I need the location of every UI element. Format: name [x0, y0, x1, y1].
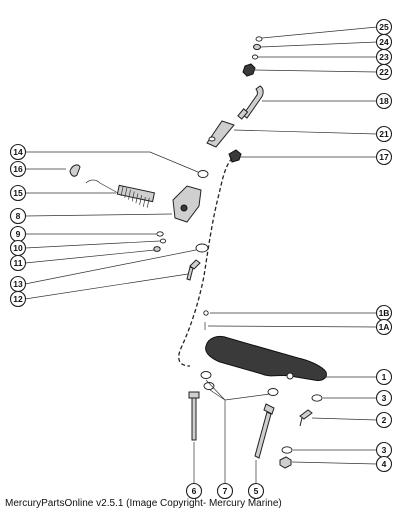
callout-1a: 1A — [375, 318, 393, 336]
parts-illustration — [69, 36, 327, 469]
svg-text:14: 14 — [13, 147, 23, 157]
part-7-washer-a — [200, 371, 212, 379]
svg-text:15: 15 — [13, 188, 23, 198]
callout-24: 24 — [375, 33, 393, 51]
svg-text:8: 8 — [16, 211, 21, 221]
svg-text:1: 1 — [382, 372, 387, 382]
callout-17: 17 — [375, 148, 393, 166]
part-14-washer — [197, 170, 209, 178]
callout-15: 15 — [9, 184, 27, 202]
svg-text:6: 6 — [192, 486, 197, 496]
part-1-pivot-hole — [286, 372, 294, 380]
callout-14: 14 — [9, 143, 27, 161]
callout-1b: 1B — [375, 304, 393, 322]
part-7-washer-b — [203, 382, 215, 390]
part-3-washer-lower — [281, 446, 293, 454]
callout-10: 10 — [9, 239, 27, 257]
svg-text:4: 4 — [382, 459, 387, 469]
part-12-screw — [186, 259, 201, 281]
part-8-lever-bracket — [172, 185, 202, 223]
part-2-stud — [299, 409, 313, 427]
part-5-long-bolt — [254, 403, 275, 459]
part-23-washer — [251, 54, 259, 60]
svg-text:1A: 1A — [379, 322, 390, 332]
throttle-cable — [178, 157, 233, 367]
svg-text:24: 24 — [379, 37, 389, 47]
callout-8: 8 — [9, 207, 27, 225]
part-6-bolt — [188, 391, 200, 441]
part-11-washer — [153, 246, 161, 252]
callout-7: 7 — [216, 482, 234, 500]
callout-4: 4 — [375, 455, 393, 473]
part-1-lever-arm — [205, 335, 327, 381]
callout-13: 13 — [9, 275, 27, 293]
callout-12: 12 — [9, 290, 27, 308]
callout-23: 23 — [375, 48, 393, 66]
part-24-washer — [253, 43, 261, 51]
svg-text:13: 13 — [13, 279, 23, 289]
callout-18: 18 — [375, 92, 393, 110]
part-25-washer — [255, 36, 263, 42]
callouts: 25 24 23 22 18 21 17 14 16 15 8 9 10 11 … — [9, 18, 393, 500]
part-4-nut — [279, 456, 292, 469]
callout-2: 2 — [375, 411, 393, 429]
part-16-hook — [69, 164, 81, 177]
leader-lines — [24, 26, 378, 491]
callout-1: 1 — [375, 368, 393, 386]
callout-16: 16 — [9, 160, 27, 178]
part-7-washer-c — [267, 388, 279, 396]
svg-text:17: 17 — [379, 152, 389, 162]
part-22-ball-socket — [242, 63, 256, 77]
part-21-connector — [206, 120, 235, 148]
callout-3-lower: 3 — [375, 441, 393, 459]
svg-text:16: 16 — [13, 164, 23, 174]
svg-text:18: 18 — [379, 96, 389, 106]
part-21-eye — [208, 136, 216, 142]
svg-text:12: 12 — [13, 294, 23, 304]
callout-5: 5 — [247, 482, 265, 500]
svg-text:2: 2 — [382, 415, 387, 425]
part-15-spring-wire — [85, 179, 119, 194]
svg-text:23: 23 — [379, 52, 389, 62]
svg-text:25: 25 — [379, 22, 389, 32]
copyright-caption: MercuryPartsOnline v2.5.1 (Image Copyrig… — [5, 498, 282, 509]
part-1b-pin — [203, 310, 209, 316]
callout-22: 22 — [375, 63, 393, 81]
svg-text:22: 22 — [379, 67, 389, 77]
part-10-washer — [159, 238, 167, 244]
callout-21: 21 — [375, 125, 393, 143]
callout-11: 11 — [9, 254, 27, 272]
part-8-pivot — [180, 204, 188, 212]
part-9-washer — [156, 231, 164, 237]
svg-text:11: 11 — [14, 258, 23, 268]
svg-text:10: 10 — [13, 243, 23, 253]
callout-25: 25 — [375, 18, 393, 36]
part-13-washer — [195, 243, 209, 253]
part-18-rod-end — [237, 108, 249, 120]
callout-9: 9 — [9, 225, 27, 243]
svg-text:1B: 1B — [379, 308, 390, 318]
callout-6: 6 — [185, 482, 203, 500]
part-3-washer-upper — [311, 394, 323, 402]
svg-text:9: 9 — [16, 229, 21, 239]
svg-text:5: 5 — [254, 486, 259, 496]
svg-text:3: 3 — [382, 393, 387, 403]
svg-text:7: 7 — [223, 486, 228, 496]
callout-3-upper: 3 — [375, 389, 393, 407]
svg-text:21: 21 — [379, 129, 389, 139]
part-15-spring — [116, 184, 156, 208]
svg-text:3: 3 — [382, 445, 387, 455]
